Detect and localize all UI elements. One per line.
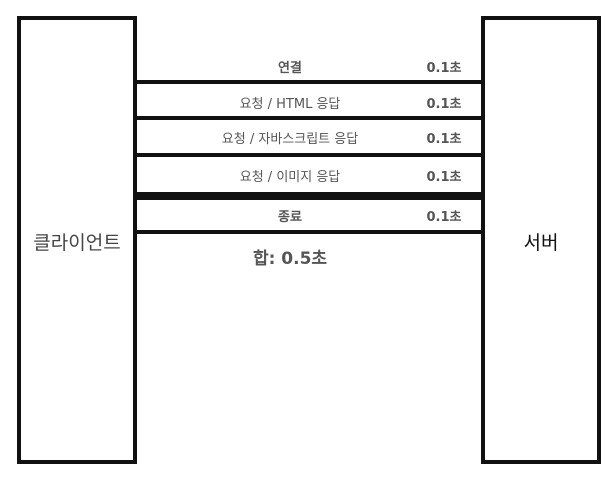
step-line-1 (137, 80, 481, 84)
step-line-5 (137, 196, 481, 200)
step-time-connect: 0.1초 (426, 61, 462, 76)
step-time-html: 0.1초 (426, 97, 462, 112)
client-box: 클라이언트 (17, 16, 137, 464)
total-time: 합: 0.5초 (252, 249, 328, 269)
step-label-connect: 연결 (278, 61, 302, 76)
step-label-image: 요청 / 이미지 응답 (239, 170, 341, 185)
step-line-3 (137, 153, 481, 157)
server-label: 서버 (523, 232, 559, 254)
step-label-close: 종료 (278, 210, 302, 225)
step-line-4 (137, 192, 481, 196)
step-time-image: 0.1초 (426, 170, 462, 185)
step-time-close: 0.1초 (426, 210, 462, 225)
step-time-javascript: 0.1초 (426, 132, 462, 147)
client-label: 클라이언트 (33, 232, 121, 254)
server-box: 서버 (481, 16, 601, 464)
step-line-2 (137, 116, 481, 120)
step-line-6 (137, 230, 481, 234)
step-label-javascript: 요청 / 자바스크립트 응답 (221, 132, 359, 147)
step-label-html: 요청 / HTML 응답 (239, 97, 341, 112)
